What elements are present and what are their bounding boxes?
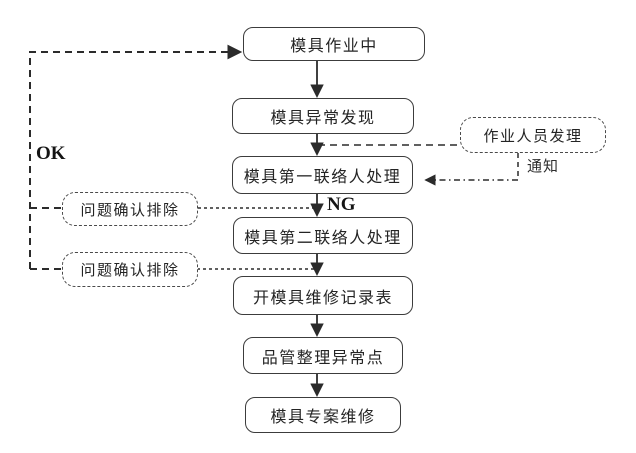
label-ok: OK (36, 143, 66, 164)
node-problem-confirmed-resolved-2: 问题确认排除 (62, 252, 198, 287)
ok-return-path (29, 44, 243, 269)
node-second-contact-handling: 模具第二联络人处理 (233, 217, 413, 254)
node-first-contact-handling: 模具第一联络人处理 (232, 156, 413, 194)
node-mold-special-repair: 模具专案维修 (245, 397, 401, 433)
node-operator-handling: 作业人员发理 (460, 117, 606, 153)
node-qc-organize-abnormal-points: 品管整理异常点 (243, 337, 403, 374)
node-problem-confirmed-resolved-1: 问题确认排除 (62, 192, 198, 226)
node-open-repair-record: 开模具维修记录表 (233, 276, 413, 315)
node-mold-abnormality-found: 模具异常发现 (232, 98, 414, 134)
node-mold-in-operation: 模具作业中 (243, 27, 425, 61)
label-ng: NG (327, 194, 356, 215)
label-notify: 通知 (527, 157, 560, 175)
